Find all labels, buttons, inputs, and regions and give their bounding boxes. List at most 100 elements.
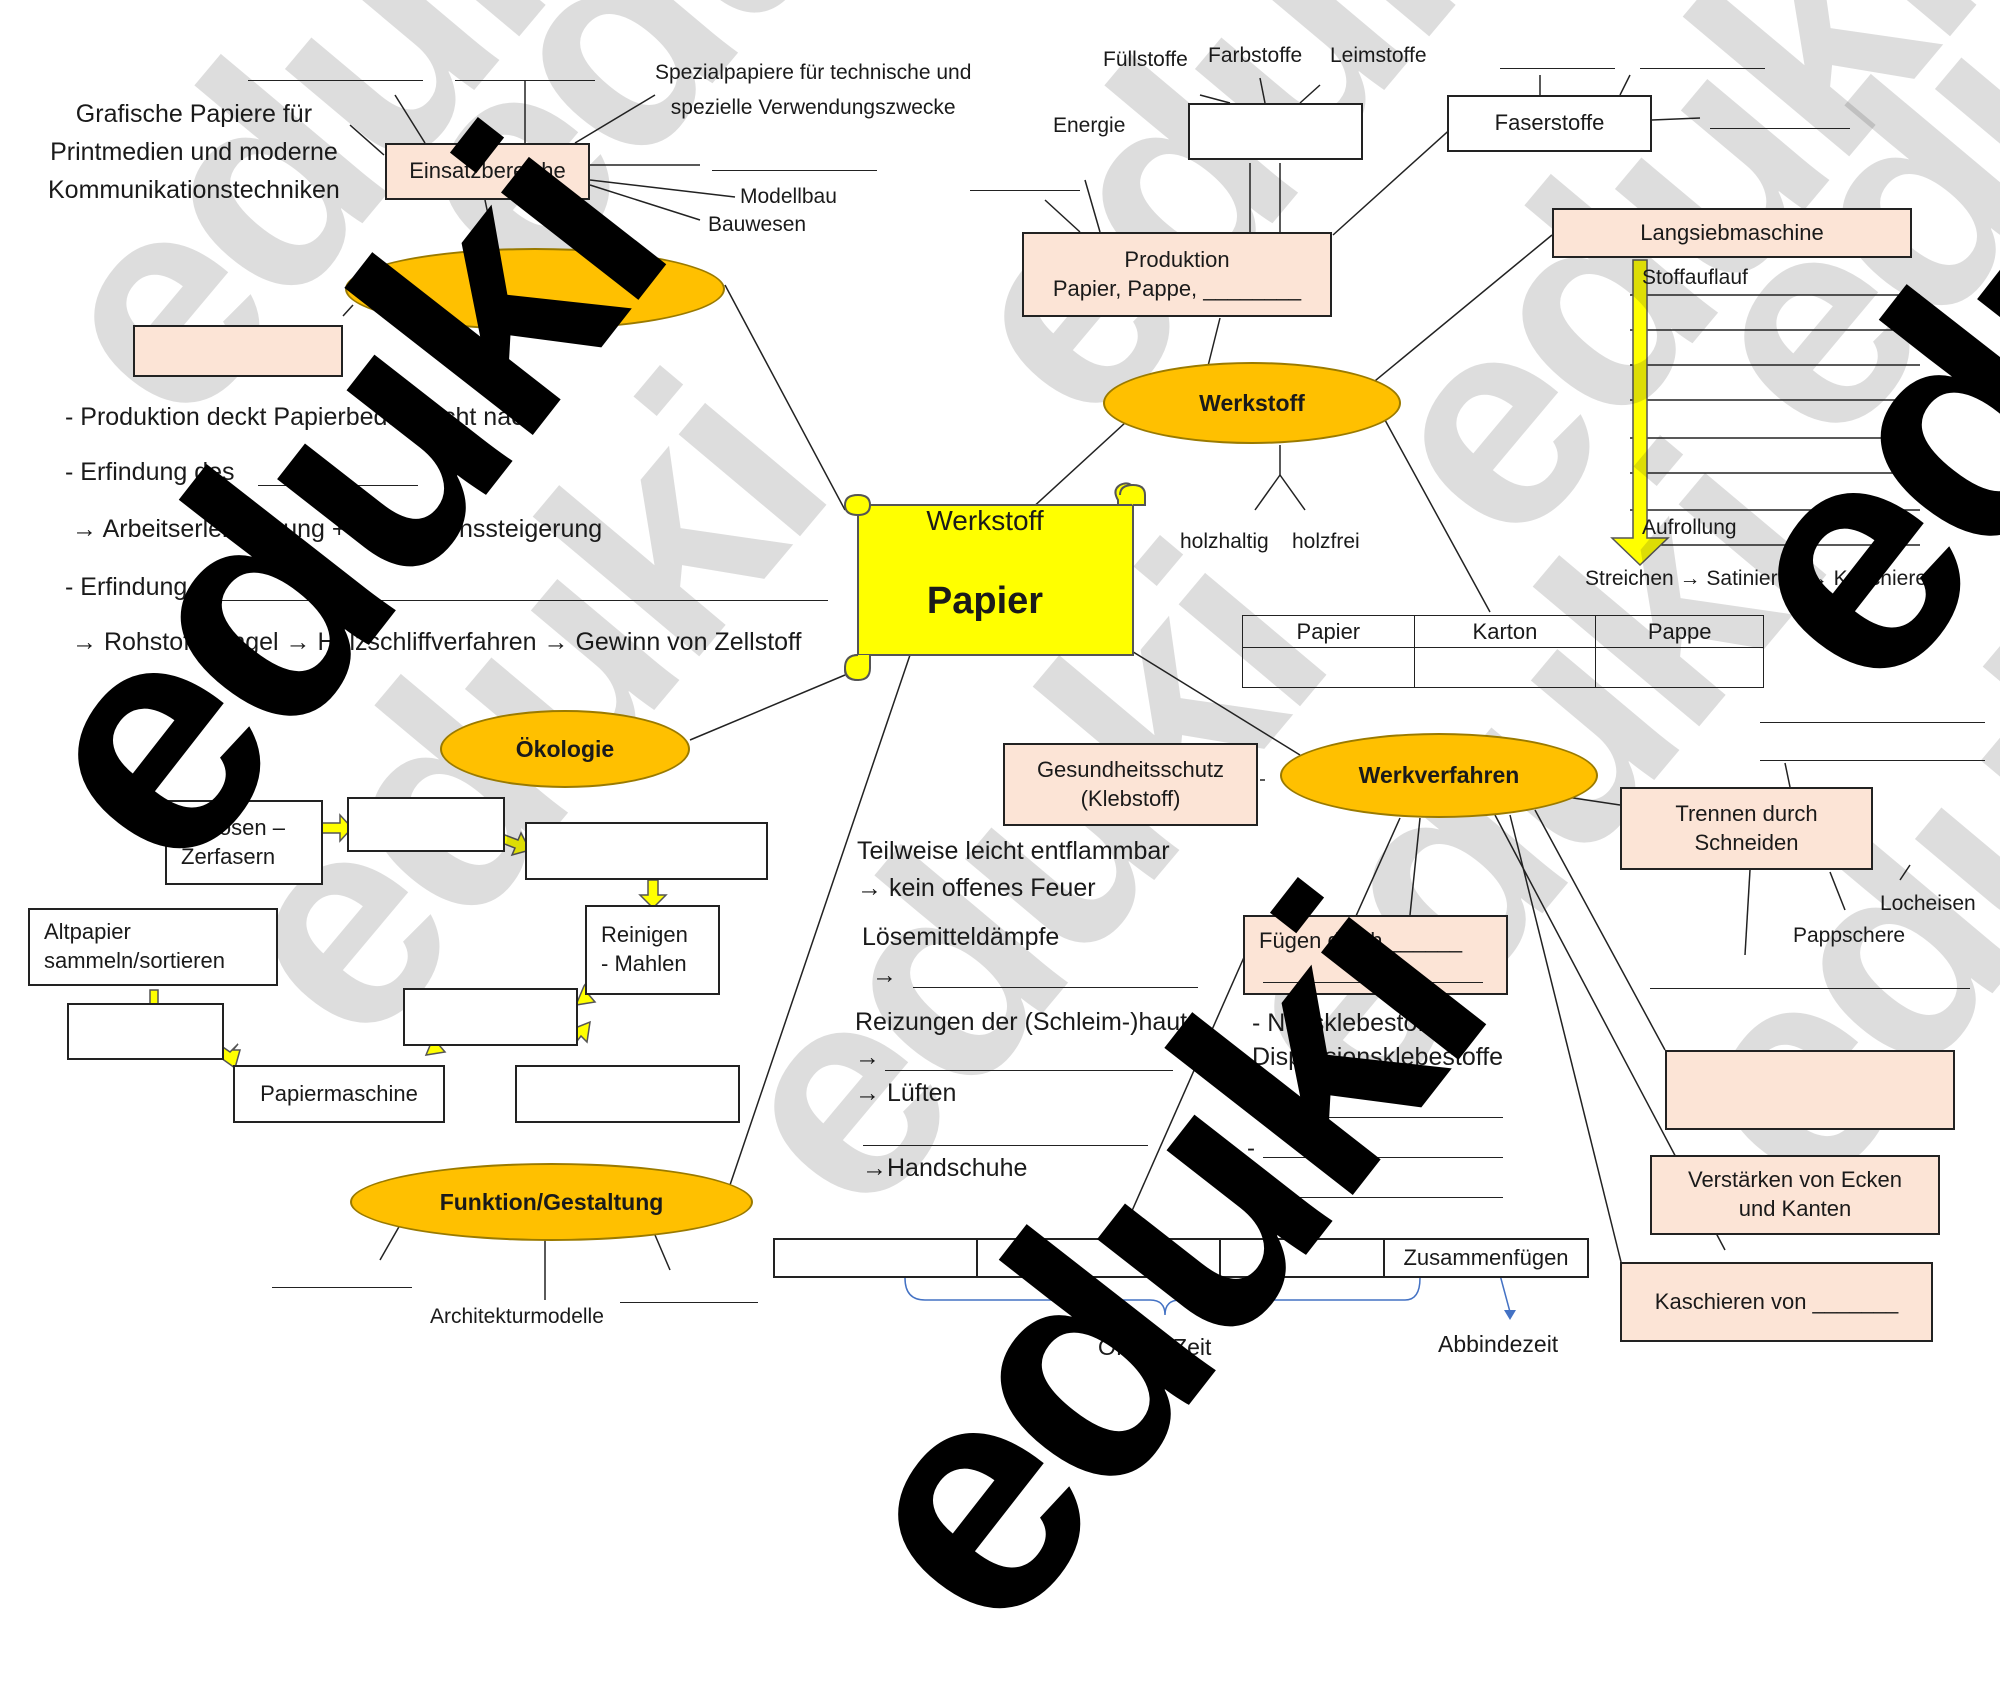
fill-in-blank[interactable] (1263, 1157, 1503, 1158)
fill-in-blank[interactable] (1650, 988, 1970, 989)
history-line-2: - Erfindung des (65, 458, 235, 486)
reinigen-box: Reinigen - Mahlen (585, 905, 720, 995)
history-line-1: - Produktion deckt Papierbedarf nicht na… (65, 403, 538, 431)
fill-in-blank[interactable] (913, 987, 1198, 988)
trennen-box: Trennen durch Schneiden (1620, 787, 1873, 870)
fuegen-box: Fügen durch ______ (1243, 915, 1508, 995)
kreislauf-blank-box[interactable] (515, 1065, 740, 1123)
text-line: (Klebstoff) (1080, 785, 1181, 811)
einsatzbereiche-label: Einsatzbereiche (409, 158, 566, 184)
fill-in-blank[interactable] (1263, 982, 1483, 983)
fill-in-blank[interactable] (1760, 760, 1985, 761)
gesundheit-line-2: → kein offenes Feuer (857, 874, 1096, 902)
bauwesen-label: Bauwesen (708, 213, 807, 236)
werkstoff-oval-label: Werkstoff (1199, 389, 1305, 416)
scroll-shape (843, 482, 1146, 682)
text-line: Reinigen (601, 922, 688, 948)
timeline-segment[interactable] (773, 1238, 978, 1278)
fill-in-blank[interactable] (620, 1302, 758, 1303)
table-cell[interactable] (1595, 647, 1764, 688)
fill-in-blank[interactable] (272, 1287, 412, 1288)
pappschere-label: Pappschere (1793, 924, 1906, 947)
text-line: sammeln/sortieren (44, 948, 225, 973)
locheisen-label: Locheisen (1880, 892, 1976, 915)
farbstoffe-label: Farbstoffe (1208, 44, 1303, 67)
papiermaschine-box: Papiermaschine (233, 1065, 445, 1123)
gesundheit-line-4: → (872, 961, 897, 989)
table-cell[interactable] (1242, 647, 1415, 688)
text-line: Gesundheitsschutz (1036, 756, 1225, 782)
text-line: spezielle Verwendungszwecke (670, 96, 956, 119)
kreislauf-blank-box[interactable] (67, 1003, 224, 1060)
langsiebmaschine-box: Langsiebmaschine (1552, 208, 1912, 258)
text-line: Printmedien und moderne (50, 138, 338, 166)
klebstoffe-line-2: Dispersionsklebestoffe (1252, 1043, 1504, 1071)
zusatzstoffe-box[interactable] (1188, 103, 1363, 160)
text-line: Spezialpapiere für technische und (655, 61, 972, 84)
klebstoffe-line-1: - Nassklebestoffe/ (1252, 1009, 1452, 1037)
sorten-table: Papier Karton Pappe (1242, 615, 1764, 688)
einsatzbereiche-box: Einsatzbereiche (385, 143, 590, 200)
table-header: Karton (1413, 615, 1597, 648)
dash-marker: - (1247, 1135, 1255, 1162)
fill-in-blank[interactable] (1263, 1117, 1503, 1118)
center-title: Werkstoff (926, 505, 1044, 536)
gesundheitsschutz-box: Gesundheitsschutz (Klebstoff) (1003, 743, 1258, 826)
fill-in-blank[interactable] (1760, 722, 1985, 723)
fill-in-blank[interactable] (863, 1145, 1148, 1146)
kreislauf-blank-box[interactable] (403, 988, 578, 1046)
fill-in-blank[interactable] (970, 190, 1080, 191)
funktion-gestaltung-oval: Funktion/Gestaltung (350, 1163, 753, 1241)
fill-in-blank[interactable] (248, 80, 423, 81)
aufrollung-label: Aufrollung (1642, 516, 1737, 539)
holzfrei-label: holzfrei (1292, 530, 1360, 553)
text-line: Altpapier (44, 919, 131, 945)
fill-in-blank[interactable] (712, 170, 877, 171)
produktion-title: Produktion (1124, 246, 1230, 272)
spezialpapiere-label: Spezialpapiere für technische und spezie… (655, 55, 971, 125)
kaschieren-box: Kaschieren von _______ (1620, 1262, 1933, 1342)
text-line: Verstärken von Ecken (1687, 1167, 1902, 1193)
kreislauf-blank-box[interactable] (525, 822, 768, 880)
fill-in-blank[interactable] (1640, 68, 1765, 69)
history-line-5: → Rohstoffmangel → Holzschliffverfahren … (72, 628, 802, 656)
fill-in-blank[interactable] (455, 80, 595, 81)
history-line-4: - Erfindung (65, 573, 188, 601)
gesundheit-line-6: → (855, 1043, 880, 1071)
text-line: Zerfasern (181, 843, 276, 869)
fill-in-blank[interactable] (203, 600, 828, 601)
leimstoffe-label: Leimstoffe (1330, 44, 1427, 67)
werkverfahren-blank-box[interactable] (1665, 1050, 1955, 1130)
timeline-segment[interactable] (976, 1238, 1221, 1278)
fill-in-blank[interactable] (1710, 128, 1850, 129)
produktion-box: Produktion Papier, Pappe, ________ (1022, 232, 1332, 317)
gesundheit-line-1: Teilweise leicht entflammbar (857, 837, 1170, 865)
verstaerken-box: Verstärken von Ecken und Kanten (1650, 1155, 1940, 1235)
faserstoffe-label: Faserstoffe (1494, 110, 1605, 136)
text-line: Trennen durch (1675, 800, 1818, 826)
funktion-oval-label: Funktion/Gestaltung (439, 1188, 664, 1215)
table-cell[interactable] (1413, 647, 1597, 688)
kreislauf-blank-box[interactable] (347, 797, 505, 852)
fill-in-blank[interactable] (1263, 1197, 1503, 1198)
gesundheit-line-3: Lösemitteldämpfe (862, 923, 1060, 951)
table-header: Papier (1242, 615, 1415, 648)
fill-in-blank[interactable] (258, 485, 418, 486)
history-line-3: → Arbeitserleichterung + Produktionsstei… (72, 515, 603, 543)
geschichte-oval (345, 248, 725, 330)
fill-in-blank[interactable] (1500, 68, 1615, 69)
fill-in-blank[interactable] (885, 1070, 1173, 1071)
holzhaltig-label: holzhaltig (1180, 530, 1269, 553)
zusammenfuegen-box: Zusammenfügen (1383, 1238, 1589, 1278)
center-main-title: Papier (926, 580, 1044, 622)
timeline-segment[interactable] (1219, 1238, 1385, 1278)
dash-marker: - (1247, 1095, 1255, 1122)
altpapier-box: Altpapier sammeln/sortieren (28, 908, 278, 986)
process-arrow (1610, 259, 1670, 567)
dash-marker: - (1247, 1175, 1255, 1202)
fuellstoffe-label: Füllstoffe (1103, 48, 1188, 71)
fuegen-label: Fügen durch ______ (1259, 928, 1463, 953)
stoffauflauf-label: Stoffauflauf (1642, 266, 1748, 289)
text-line: Kommunikationstechniken (48, 176, 340, 204)
faserstoffe-box: Faserstoffe (1447, 95, 1652, 152)
